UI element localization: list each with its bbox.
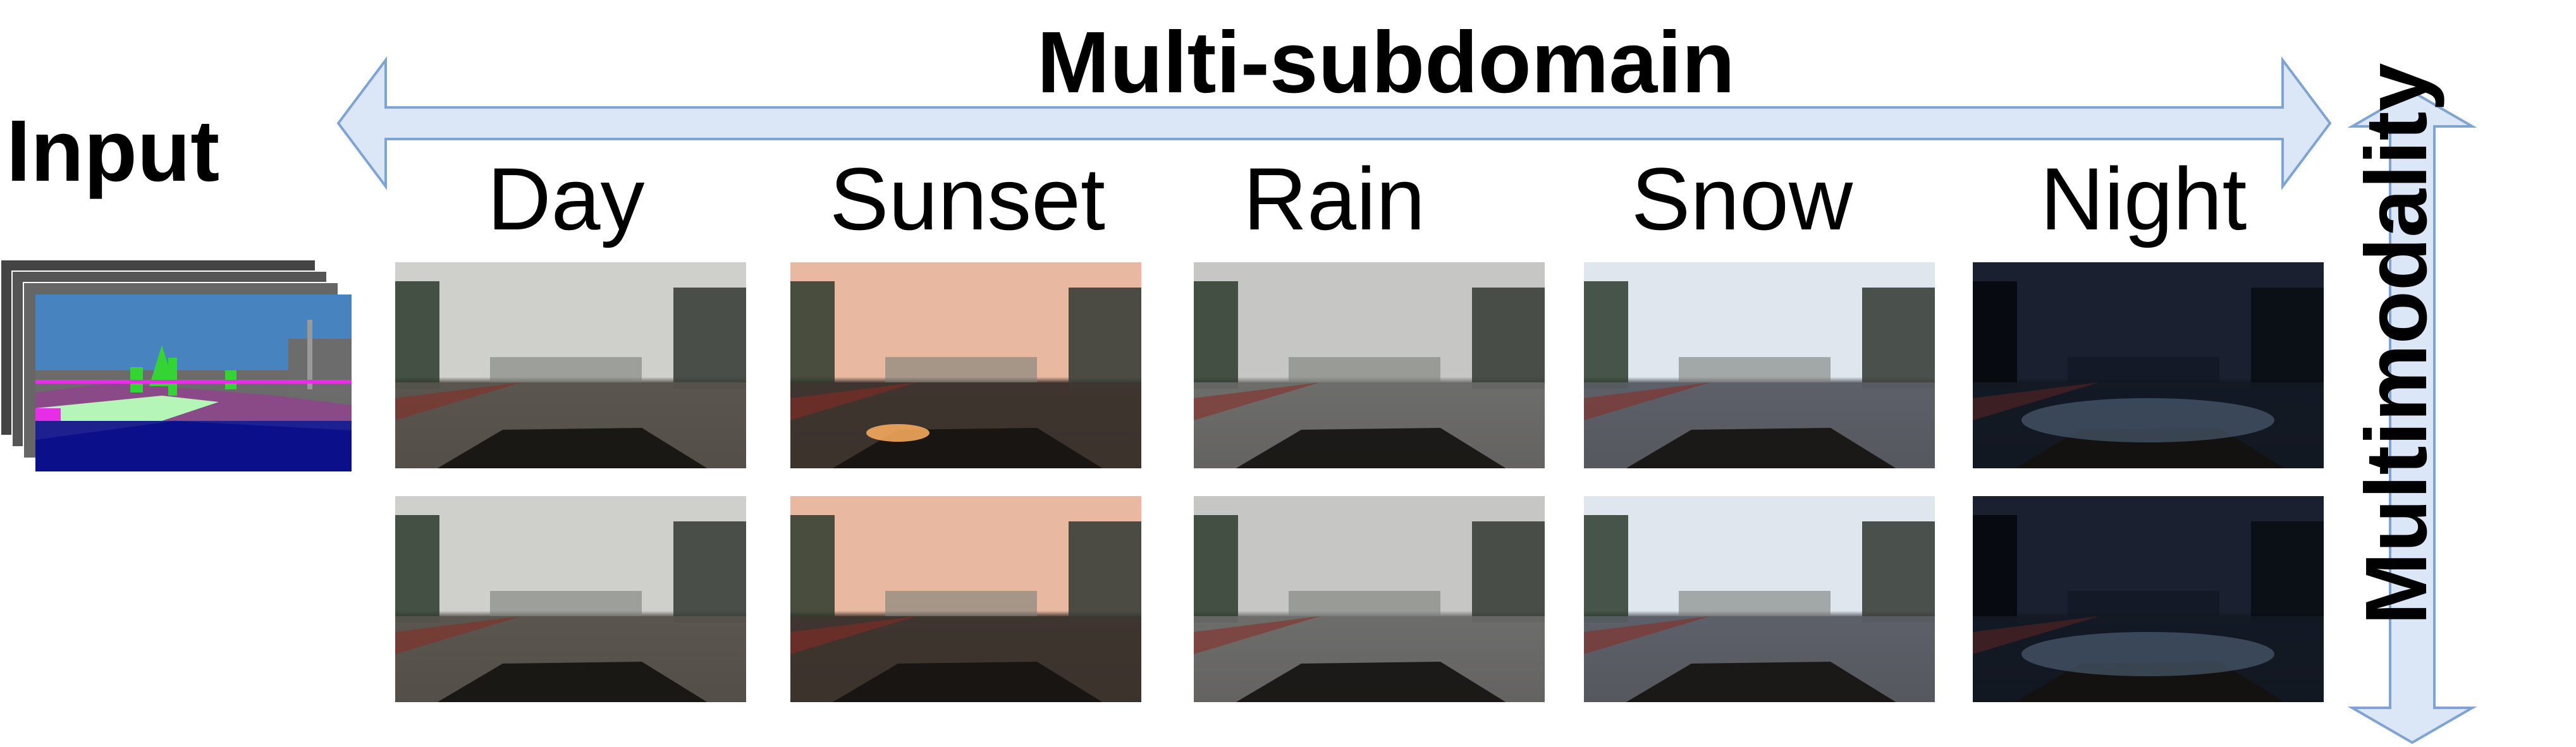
- generated-image-day-1: [395, 262, 747, 468]
- multimodality-arrow-shape: [2347, 90, 2477, 744]
- multi-subdomain-arrow: [336, 56, 2332, 190]
- column-label-sunset: Sunset: [830, 149, 1105, 248]
- output-stack-night-1: [1973, 262, 2327, 471]
- generated-image-day-2: [395, 496, 747, 702]
- multi-subdomain-title: Multi-subdomain: [1037, 14, 1735, 111]
- street-scene-image: [1973, 262, 2324, 468]
- generated-image-sunset-2: [790, 496, 1142, 702]
- generated-image-snow-2: [1584, 496, 1935, 702]
- input-segmentation-map: [35, 295, 352, 471]
- column-label-snow: Snow: [1631, 149, 1853, 248]
- output-stack-snow-1: [1584, 262, 1938, 471]
- generated-image-night-2: [1973, 496, 2324, 702]
- output-stack-sunset-2: [790, 496, 1144, 705]
- street-scene-image: [1584, 262, 1935, 468]
- output-stack-rain-2: [1194, 496, 1548, 705]
- output-stack-rain-1: [1194, 262, 1548, 471]
- input-title: Input: [6, 102, 220, 200]
- output-stack-snow-2: [1584, 496, 1938, 705]
- street-scene-image: [790, 262, 1141, 468]
- street-scene-image: [1584, 496, 1935, 702]
- generated-image-night-1: [1973, 262, 2324, 468]
- segmentation-map-image: [35, 295, 352, 471]
- street-scene-image: [1194, 262, 1545, 468]
- column-label-rain: Rain: [1243, 149, 1425, 248]
- generated-image-rain-2: [1194, 496, 1545, 702]
- multimodality-arrow: [2347, 90, 2477, 744]
- input-segmentation-stack: [0, 259, 354, 474]
- output-stack-day-1: [395, 262, 749, 471]
- output-stack-sunset-1: [790, 262, 1144, 471]
- generated-image-rain-1: [1194, 262, 1545, 468]
- generated-image-sunset-1: [790, 262, 1142, 468]
- street-scene-image: [1973, 496, 2324, 702]
- multimodality-title: Multimodality: [2348, 63, 2445, 625]
- street-scene-image: [395, 496, 746, 702]
- column-label-night: Night: [2040, 149, 2247, 248]
- column-label-day: Day: [487, 149, 645, 248]
- street-scene-image: [1194, 496, 1545, 702]
- multi-subdomain-arrow-shape: [336, 56, 2332, 190]
- street-scene-image: [790, 496, 1141, 702]
- generated-image-snow-1: [1584, 262, 1935, 468]
- output-stack-day-2: [395, 496, 749, 705]
- output-stack-night-2: [1973, 496, 2327, 705]
- street-scene-image: [395, 262, 746, 468]
